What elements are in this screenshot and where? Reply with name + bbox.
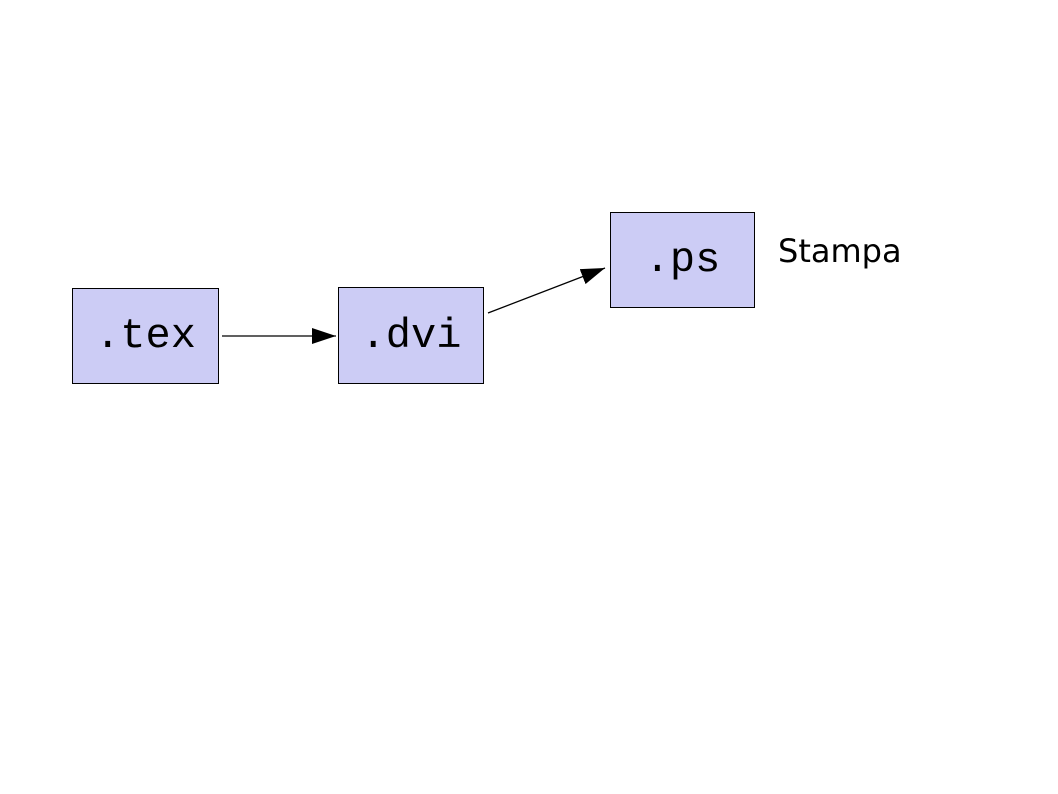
arrow-dvi-to-ps bbox=[487, 267, 606, 314]
node-dvi-label: .dvi bbox=[360, 311, 462, 360]
node-tex: .tex bbox=[72, 288, 219, 384]
node-tex-label: .tex bbox=[95, 312, 196, 360]
node-dvi: .dvi bbox=[338, 287, 484, 384]
node-ps-label: .ps bbox=[644, 236, 721, 284]
stampa-label: Stampa bbox=[778, 232, 902, 270]
node-ps: .ps bbox=[610, 212, 755, 308]
